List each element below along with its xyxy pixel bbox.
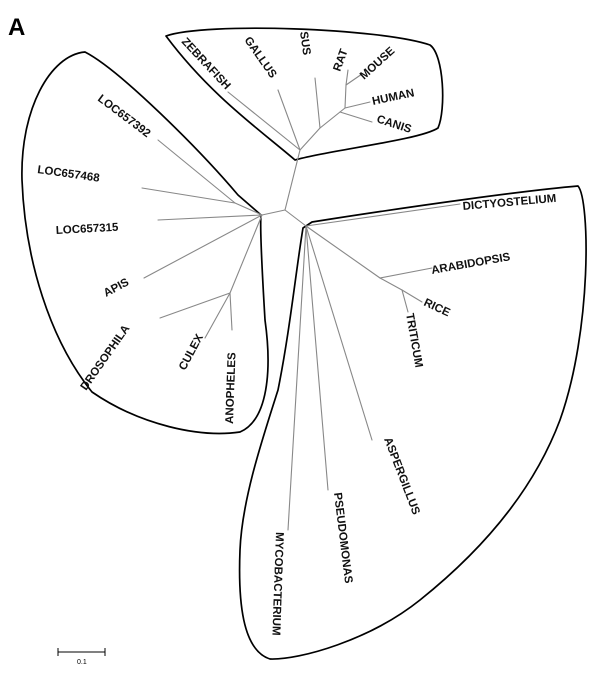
taxon-label-loc657315: LOC657315 [56,222,120,237]
scale-bar: 0.1 [57,648,106,666]
other-group-outline [238,185,587,660]
insect-group-outline [21,51,269,435]
taxon-label-sus: SUS [297,31,312,56]
panel-label: A [8,14,25,41]
other-branches [284,203,461,531]
taxon-label-aspergillus: ASPERGILLUS [381,436,422,517]
taxon-label-canis: CANIS [375,113,413,136]
scale-bar-label: 0.1 [77,659,87,666]
taxon-label-mycobacterium: MYCOBACTERIUM [269,532,285,636]
vertebrate-branches [227,69,373,211]
taxon-label-dictyostelium: DICTYOSTELIUM [462,193,557,213]
taxon-label-pseudomonas: PSEUDOMONAS [331,492,354,584]
taxon-label-triticum: TRITICUM [403,312,424,368]
taxon-label-loc657392: LOC657392 [95,93,152,140]
taxon-label-drosophila: DROSOPHILA [79,323,133,393]
taxon-label-apis: APIS [102,276,132,299]
taxon-label-anopheles: ANOPHELES [224,352,239,424]
taxon-label-human: HUMAN [371,87,415,108]
taxon-label-arabidopsis: ARABIDOPSIS [430,251,511,277]
taxon-label-rice: RICE [422,297,452,320]
taxon-label-culex: CULEX [177,332,206,372]
taxon-label-gallus: GALLUS [242,35,279,81]
taxon-label-mouse: MOUSE [358,45,398,82]
taxon-label-zebrafish: ZEBRAFISH [179,36,233,92]
taxon-label-rat: RAT [332,48,351,74]
insect-branches [141,139,286,339]
vertebrate-group-outline [165,27,444,161]
taxon-label-loc657468: LOC657468 [37,164,101,185]
